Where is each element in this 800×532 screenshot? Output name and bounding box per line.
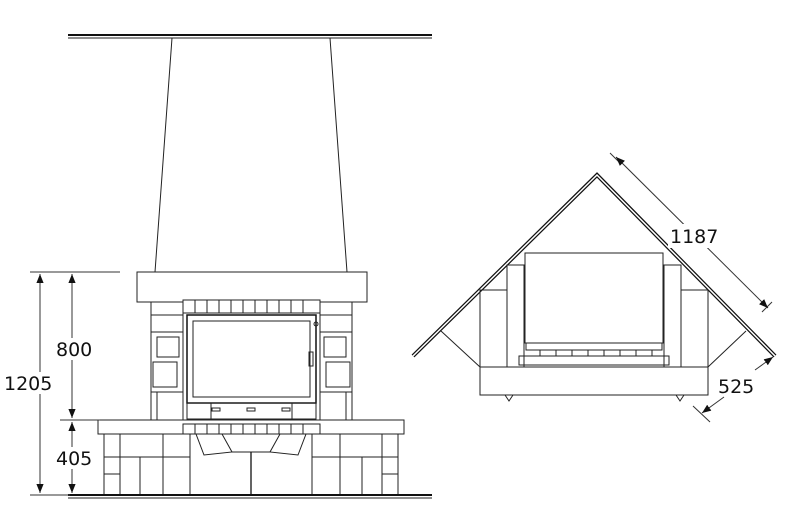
hood-cap — [136, 271, 368, 303]
door-hinge — [313, 321, 319, 327]
base-stones — [103, 433, 399, 496]
right-pillar — [319, 301, 353, 421]
dim-side-length: 1187 — [670, 226, 718, 248]
chimney-hood — [154, 37, 348, 273]
door-glass — [192, 320, 311, 398]
lower-brick-row — [182, 423, 321, 435]
dim-lower-height: 405 — [56, 448, 92, 470]
plan-firebox — [524, 252, 664, 344]
floor-line — [68, 494, 432, 499]
dim-line-depth — [701, 396, 725, 414]
dim-total-height: 1205 — [4, 373, 52, 395]
left-pillar — [150, 301, 184, 421]
top-brick-row — [182, 299, 321, 314]
plan-dimensions: 1187 525 — [609, 152, 774, 423]
door-handle — [308, 351, 314, 367]
fireplace-door — [186, 314, 319, 420]
ash-drawer — [186, 402, 317, 420]
dim-upper-height: 800 — [56, 339, 92, 361]
front-dimensions: 1205 800 405 — [2, 271, 120, 496]
dim-depth: 525 — [718, 376, 754, 398]
plan-hearth — [479, 366, 709, 396]
plan-view — [411, 172, 777, 402]
front-view — [68, 34, 432, 499]
